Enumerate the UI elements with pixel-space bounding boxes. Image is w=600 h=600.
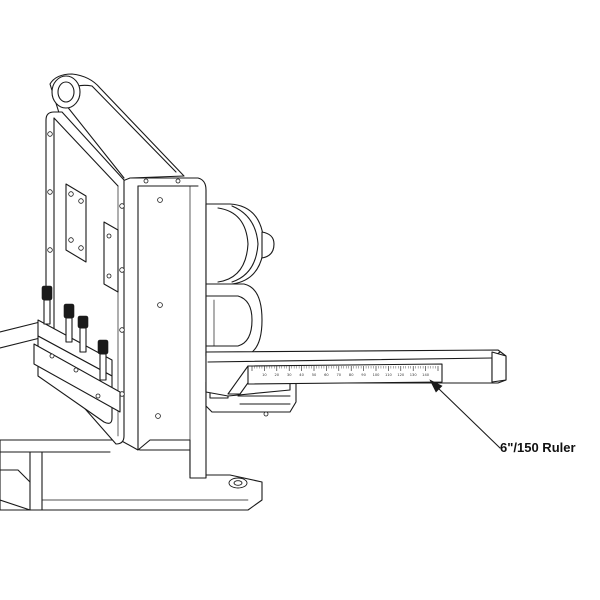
clamp-knob[interactable]	[77, 315, 89, 329]
ruler-strip	[247, 363, 443, 385]
ruler-ticks	[251, 366, 439, 371]
ruler-callout: 6"/150 Ruler	[429, 379, 576, 455]
ruler-tick-label: 100	[373, 373, 381, 377]
top-knob	[51, 75, 81, 109]
ruler-tick-label: 70	[337, 373, 342, 377]
arrowhead-icon	[429, 379, 443, 393]
column-screw	[143, 178, 149, 184]
ruler-tick-label: 120	[397, 373, 405, 377]
column-screw	[175, 178, 181, 184]
ruler-tick-label: 90	[361, 373, 366, 377]
ruler-tick-label: 20	[275, 373, 280, 377]
column-screw	[155, 413, 161, 419]
clamp-knob[interactable]	[41, 285, 53, 301]
ruler-tick-label: 130	[410, 373, 418, 377]
callout-label: 6"/150 Ruler	[500, 440, 576, 455]
ruler-tick-label: 110	[385, 373, 393, 377]
clamp-assembly	[0, 285, 121, 424]
callout-leader-line	[437, 387, 501, 449]
ruler-tick-label: 30	[287, 373, 292, 377]
motor-housing	[205, 203, 275, 357]
base-plate	[0, 439, 263, 511]
ruler-tick-label: 60	[324, 373, 329, 377]
column-screw	[157, 302, 163, 308]
ruler-tick-label: 80	[349, 373, 354, 377]
ruler-tick-labels: 10 20 30 40 50 60 70 80 90 100 110 120 130 140	[262, 373, 430, 377]
main-column	[119, 177, 207, 479]
clamp-knob[interactable]	[97, 339, 109, 355]
clamp-knob[interactable]	[63, 303, 75, 319]
ruler-tick-label: 10	[262, 373, 267, 377]
ruler-tick-label: 50	[312, 373, 317, 377]
gauge-arm: 10 20 30 40 50 60 70 80 90 100 110 120 130 140	[205, 349, 507, 417]
ruler-scale: 10 20 30 40 50 60 70 80 90 100 110 120 130 140	[247, 363, 443, 385]
motor-cap	[261, 231, 275, 259]
ruler-tick-label: 40	[299, 373, 304, 377]
upper-housing	[49, 73, 185, 183]
mounting-plate	[103, 221, 119, 293]
column-screw	[157, 197, 163, 203]
ruler-tick-label: 140	[422, 373, 430, 377]
